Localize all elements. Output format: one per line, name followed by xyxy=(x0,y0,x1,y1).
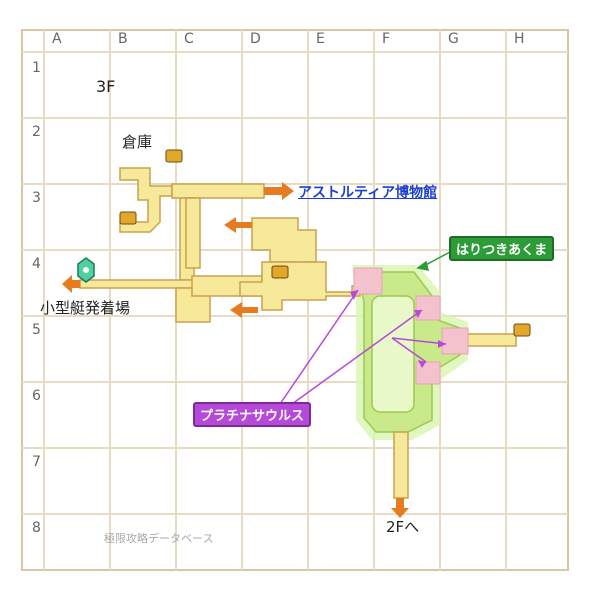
treasure-chest-icon[interactable] xyxy=(513,323,531,337)
row-label-3: 3 xyxy=(32,190,41,206)
column-label-d: D xyxy=(250,31,261,47)
row-label-1: 1 xyxy=(32,60,41,76)
treasure-chest-icons xyxy=(119,149,531,337)
arrow-left-icon xyxy=(230,302,258,318)
map-rooms xyxy=(79,167,517,499)
exit-arrows xyxy=(62,182,409,518)
arrow-right-icon xyxy=(264,182,294,200)
column-label-h: H xyxy=(514,31,525,47)
column-label-b: B xyxy=(118,31,128,47)
museum-link[interactable]: アストルティア博物館 xyxy=(298,185,438,201)
treasure-chest-icon[interactable] xyxy=(119,211,137,225)
column-label-f: F xyxy=(382,31,391,47)
arrow-down-icon xyxy=(391,498,409,518)
row-label-8: 8 xyxy=(32,520,41,536)
column-label-a: A xyxy=(52,31,62,47)
row-label-5: 5 xyxy=(32,322,41,338)
spawn-markers xyxy=(353,267,469,385)
row-label-4: 4 xyxy=(32,256,41,272)
column-label-e: E xyxy=(316,31,325,47)
crystal-icon[interactable] xyxy=(77,257,95,283)
row-label-6: 6 xyxy=(32,388,41,404)
row-label-7: 7 xyxy=(32,454,41,470)
enemy-label-platinasaurus: プラチナサウルス xyxy=(193,402,312,427)
enemy-label-spiky: はりつきあくま xyxy=(449,236,555,261)
row-label-2: 2 xyxy=(32,124,41,140)
column-label-g: G xyxy=(448,31,459,47)
floor-label: 3F xyxy=(96,77,116,96)
dock-label: 小型艇発着場 xyxy=(40,299,131,317)
column-label-c: C xyxy=(184,31,194,47)
watermark: 極限攻略データベース xyxy=(104,532,214,545)
enemy-pointer-heads xyxy=(350,290,446,368)
arrow-left-icon xyxy=(224,217,252,233)
down-stairs-label: 2Fへ xyxy=(386,518,420,536)
green-pointer xyxy=(416,251,451,271)
treasure-chest-icon[interactable] xyxy=(165,149,183,163)
treasure-chest-icon[interactable] xyxy=(271,265,289,279)
storage-label: 倉庫 xyxy=(122,133,153,151)
arrow-left-icon xyxy=(62,275,80,293)
enemy-pointers xyxy=(279,289,447,405)
